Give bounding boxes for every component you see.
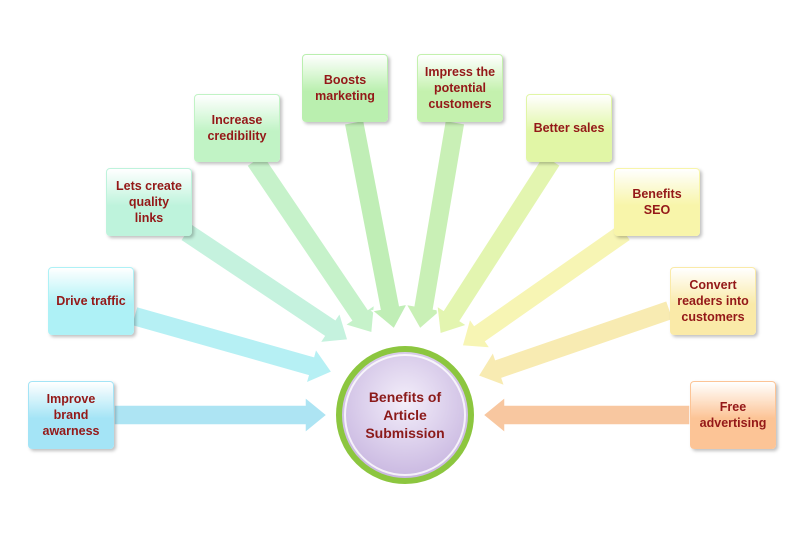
center-circle-inner-ring <box>344 354 466 476</box>
box-lets-create-quality-links: Lets create quality links <box>106 168 192 236</box>
box-improve-brand-awareness: Improve brand awarness <box>28 381 114 449</box>
box-convert-readers-into-customers: Convert readers into customers <box>670 267 756 335</box>
arrow-free-advertising <box>481 395 691 435</box>
center-circle <box>336 346 474 484</box>
box-boosts-marketing: Boosts marketing <box>302 54 388 122</box>
box-better-sales: Better sales <box>526 94 612 162</box>
arrow-lets-create-quality-links <box>179 222 349 344</box>
center-title: Benefits of Article Submission <box>365 389 445 441</box>
box-benefits-seo: Benefits SEO <box>614 168 700 236</box>
arrow-convert-readers-into-customers <box>476 299 675 388</box>
arrow-benefits-seo <box>461 222 632 349</box>
arrows-group <box>113 119 691 435</box>
arrow-increase-credibility <box>245 153 376 334</box>
arrow-boosts-marketing <box>343 119 409 331</box>
arrow-impress-the-potential-customers <box>404 119 466 331</box>
box-impress-the-potential-customers: Impress the potential customers <box>417 54 503 122</box>
arrow-better-sales <box>435 153 562 335</box>
arrow-drive-traffic <box>130 305 334 385</box>
box-drive-traffic: Drive traffic <box>48 267 134 335</box>
box-increase-credibility: Increase credibility <box>194 94 280 162</box>
arrow-improve-brand-awareness <box>113 395 329 435</box>
box-free-advertising: Free advertising <box>690 381 776 449</box>
